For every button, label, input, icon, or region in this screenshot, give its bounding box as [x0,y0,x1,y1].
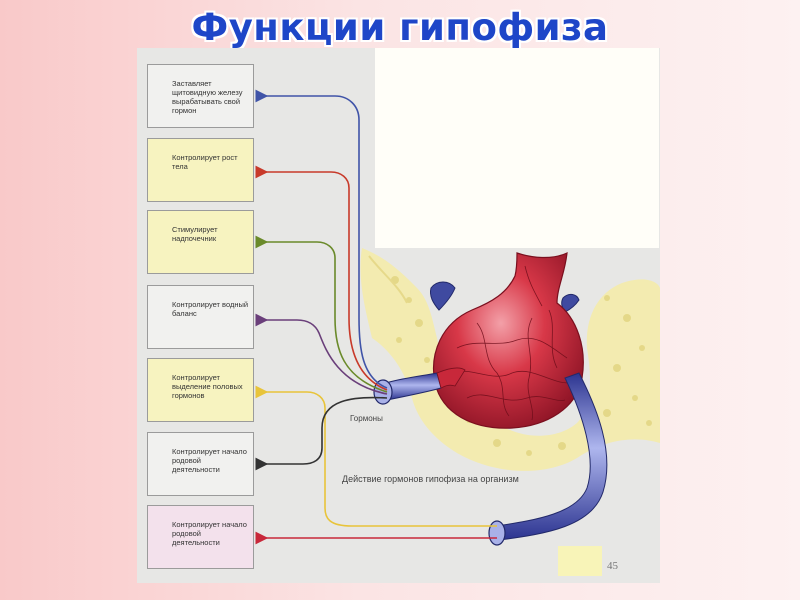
hormones-label: Гормоны [350,414,383,423]
box-labor-onset-2: Контролирует начало родовой деятельности [147,505,254,569]
blank-overlay [375,48,659,248]
box-labor-onset-1: Контролирует начало родовой деятельности [147,432,254,496]
left-sinus [430,281,456,311]
right-sinus [561,293,580,313]
slide-title: Функции гипофиза [191,6,609,49]
pituitary-illustration [255,89,660,546]
box-water-balance: Контролирует водный баланс [147,285,254,349]
diagram-panel: Заставляет щитовидную железу вырабатыват… [137,48,660,583]
diagram-caption: Действие гормонов гипофиза на организм [342,474,519,484]
hormone-arrows [255,89,497,545]
pituitary-gland [433,252,584,429]
box-thyroid: Заставляет щитовидную железу вырабатыват… [147,64,254,128]
box-growth: Контролирует рост тела [147,138,254,202]
hormone-vessel-lower [488,372,608,546]
box-adrenal: Стимулирует надпочечник [147,210,254,274]
page-badge [558,546,602,576]
page-number: 45 [607,560,618,572]
box-sex-hormones: Контролирует выделение половых гормонов [147,358,254,422]
